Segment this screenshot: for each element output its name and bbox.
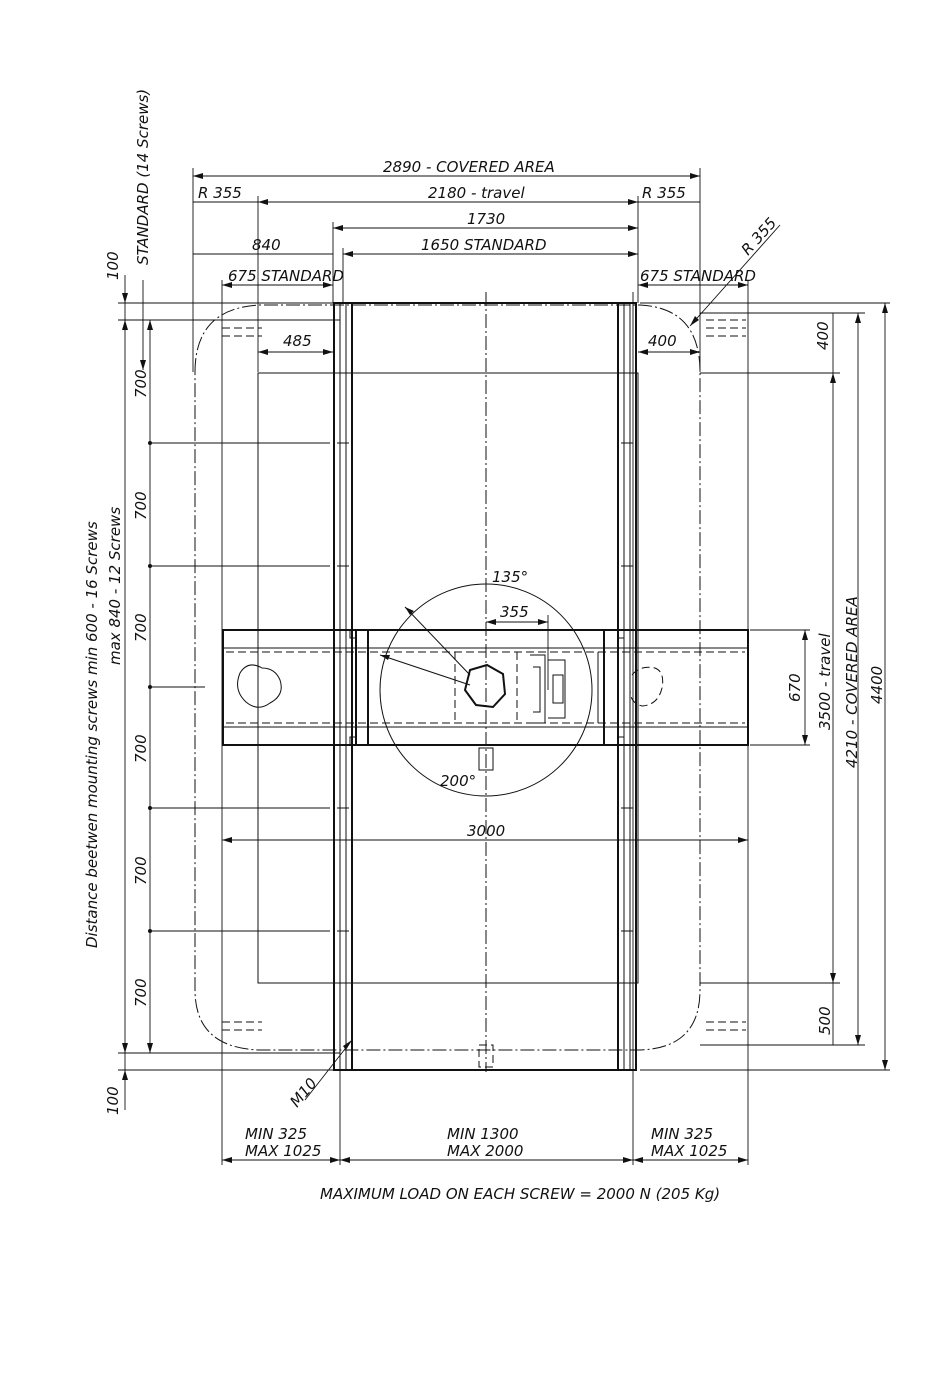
covered-right-label: 4210 - COVERED AREA <box>843 596 861 768</box>
max-right-label: MAX 1025 <box>651 1142 727 1160</box>
m10-label: M10 <box>286 1074 320 1110</box>
left-dimensions <box>122 275 153 1110</box>
bottom-dimensions <box>222 1157 748 1163</box>
travel-right-label: 3500 - travel <box>816 633 834 730</box>
d400-right-label: 400 <box>814 321 832 350</box>
left-screw-leaders <box>118 302 340 1071</box>
travel-top-label: 2180 - travel <box>428 184 525 202</box>
d700-label-6: 700 <box>132 978 150 1007</box>
d700-label-2: 700 <box>132 491 150 520</box>
d675-right-label: 675 STANDARD <box>640 267 756 285</box>
d500-label: 500 <box>816 1006 834 1035</box>
d670-label: 670 <box>786 673 804 702</box>
max-left-label: MAX 1025 <box>245 1142 321 1160</box>
angle-200-label: 200° <box>440 772 476 790</box>
d840-label: 840 <box>252 236 281 254</box>
d700-label-4: 700 <box>132 734 150 763</box>
d700-label-3: 700 <box>132 613 150 642</box>
d485-label: 485 <box>283 332 312 350</box>
min-right-label: MIN 325 <box>651 1125 713 1143</box>
standard-screws-note: STANDARD (14 Screws) <box>134 89 152 265</box>
d355-mid-label: 355 <box>500 603 529 621</box>
right-dimensions <box>640 302 890 1071</box>
angle-135-label: 135° <box>492 568 528 586</box>
covered-area-outline <box>194 304 701 1051</box>
r355-right-label: R 355 <box>642 184 686 202</box>
d1650-label: 1650 STANDARD <box>421 236 547 254</box>
covered-area-top-label: 2890 - COVERED AREA <box>383 158 555 176</box>
rotation-circle <box>379 583 593 797</box>
left-rail <box>333 302 353 1071</box>
distance-note-line2: max 840 - 12 Screws <box>106 507 124 665</box>
d100-top-label: 100 <box>104 251 122 280</box>
top-dimensions <box>192 168 749 1165</box>
d100-bottom-label: 100 <box>104 1086 122 1115</box>
max-load-note: MAXIMUM LOAD ON EACH SCREW = 2000 N (205… <box>320 1185 720 1203</box>
d700-label-1: 700 <box>132 369 150 398</box>
distance-note-line1: Distance beetwen mounting screws min 600… <box>83 521 101 948</box>
r355-left-label: R 355 <box>198 184 242 202</box>
r355-diag-label: R 355 <box>738 214 781 259</box>
d700-label-5: 700 <box>132 856 150 885</box>
max-mid-label: MAX 2000 <box>447 1142 523 1160</box>
d675-left-label: 675 STANDARD <box>228 267 344 285</box>
d1730-label: 1730 <box>467 210 505 228</box>
travel-outline <box>257 372 639 984</box>
d400-left-label: 400 <box>648 332 677 350</box>
min-left-label: MIN 325 <box>245 1125 307 1143</box>
d4400-label: 4400 <box>868 666 886 704</box>
d3000-label: 3000 <box>467 822 505 840</box>
carriage <box>355 629 619 746</box>
min-mid-label: MIN 1300 <box>447 1125 519 1143</box>
